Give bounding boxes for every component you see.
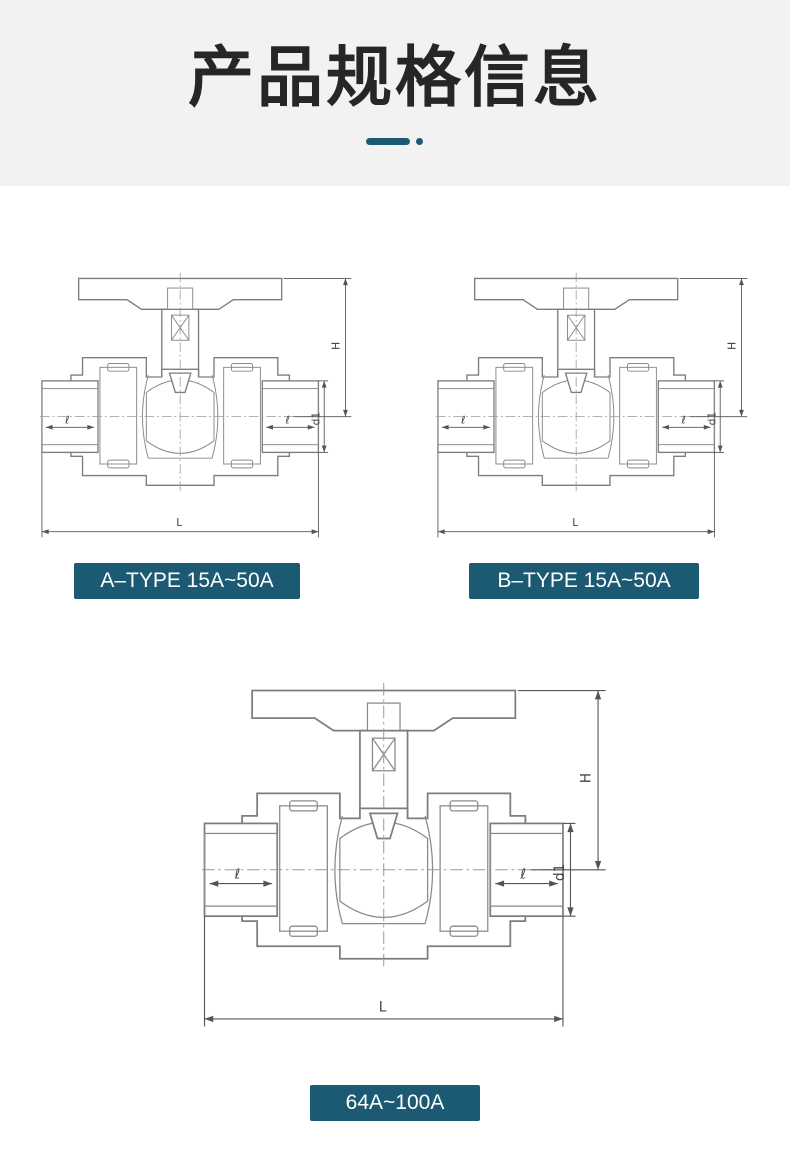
title-underline-dot [416,138,423,145]
socket-depth-label-left: ℓ [234,867,241,883]
socket-depth-label-left: ℓ [64,413,69,426]
height-dim-label: H [726,342,739,350]
valve-diagram-a-type: ℓ ℓ H d1 L [40,272,352,538]
valve-ball [541,379,611,454]
socket-depth-label-right: ℓ [681,413,686,426]
valve-body [466,356,687,486]
valve-ball [339,821,429,918]
page-title: 产品规格信息 [188,39,602,116]
diagram-label-64a-100a: 64A~100A [310,1085,480,1121]
diameter-dim-label: d1 [705,412,718,426]
socket-depth-label-right: ℓ [285,413,290,426]
header-band: 产品规格信息 [0,0,790,186]
diameter-dim-label: d1 [309,412,322,426]
diagram-label-b-type: B–TYPE 15A~50A [469,563,699,599]
diameter-dim-label: d1 [552,864,568,882]
socket-depth-label-right: ℓ [519,867,526,883]
height-dim-label: H [579,773,595,783]
valve-body [241,792,527,960]
length-dim-label: L [176,516,182,529]
title-underline [366,138,410,145]
diagram-label-a-type: A–TYPE 15A~50A [74,563,300,599]
valve-diagram-64a-100a: ℓ ℓ H d1 L [202,683,606,1027]
length-dim-label: L [572,516,578,529]
length-dim-label: L [379,999,387,1015]
valve-diagram-b-type: ℓ ℓ H d1 L [436,272,748,538]
valve-ball [145,379,215,454]
valve-body [70,356,291,486]
socket-depth-label-left: ℓ [460,413,465,426]
height-dim-label: H [330,342,343,350]
